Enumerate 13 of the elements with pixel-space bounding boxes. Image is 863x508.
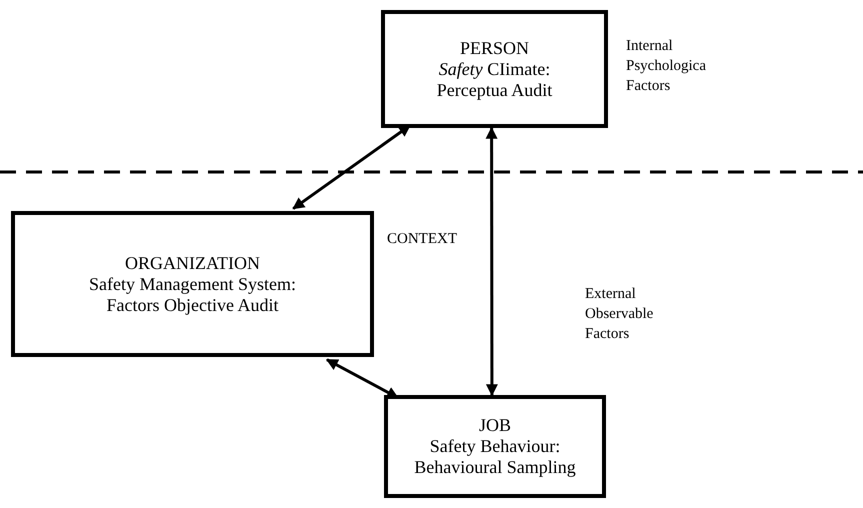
- box-text: Safety CIimate: Perceptua Audit: [436, 58, 554, 100]
- box-heading: ORGANIZATION: [125, 252, 260, 274]
- box-text: Safety Behaviour: Behavioural Sampling: [413, 436, 577, 478]
- process-box: [11, 211, 374, 357]
- box-heading: PERSON: [460, 38, 530, 58]
- process-box: [381, 10, 608, 128]
- annotation-text: Internal Psychologica Factors: [626, 37, 707, 96]
- annotation-text: CONTEXT: [387, 230, 458, 249]
- box-heading: JOB: [478, 415, 511, 436]
- arrow: [486, 126, 498, 396]
- process-box: [384, 395, 606, 498]
- annotation-text: External Observable Factors: [585, 285, 654, 344]
- box-text: Safety Management System: Factors Objective Audit: [88, 274, 297, 316]
